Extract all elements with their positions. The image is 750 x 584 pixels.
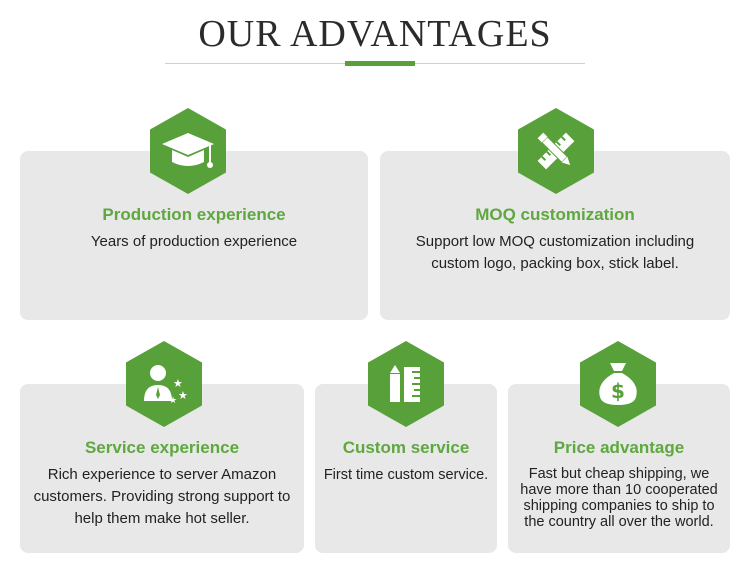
card-title: Custom service	[342, 438, 470, 457]
card-title: MOQ customization	[475, 205, 635, 224]
card-title: Production experience	[102, 205, 286, 224]
svg-text:★: ★	[173, 377, 183, 390]
title-accent-bar	[345, 61, 415, 66]
svg-text:★: ★	[169, 396, 177, 406]
pencil-ruler-icon	[518, 108, 594, 194]
graduation-cap-icon	[150, 108, 226, 194]
card-title: Price advantage	[553, 438, 685, 457]
card-title: Service experience	[84, 438, 240, 457]
card-production-experience: Production experience Years of productio…	[20, 151, 368, 320]
page-title: OUR ADVANTAGES	[198, 13, 552, 55]
card-text: Years of production experience	[90, 233, 298, 250]
card-text: Fast but cheap shipping, we have more th…	[520, 466, 718, 530]
tools-icon	[368, 341, 444, 427]
svg-text:★: ★	[178, 389, 188, 402]
money-bag-icon: $	[580, 341, 656, 427]
card-text: Rich experience to server Amazon custome…	[33, 466, 291, 527]
svg-text:$: $	[611, 379, 625, 403]
card-text: First time custom service.	[323, 467, 489, 483]
person-stars-icon: ★ ★ ★	[126, 341, 202, 427]
card-text: Support low MOQ customization including …	[415, 233, 695, 272]
